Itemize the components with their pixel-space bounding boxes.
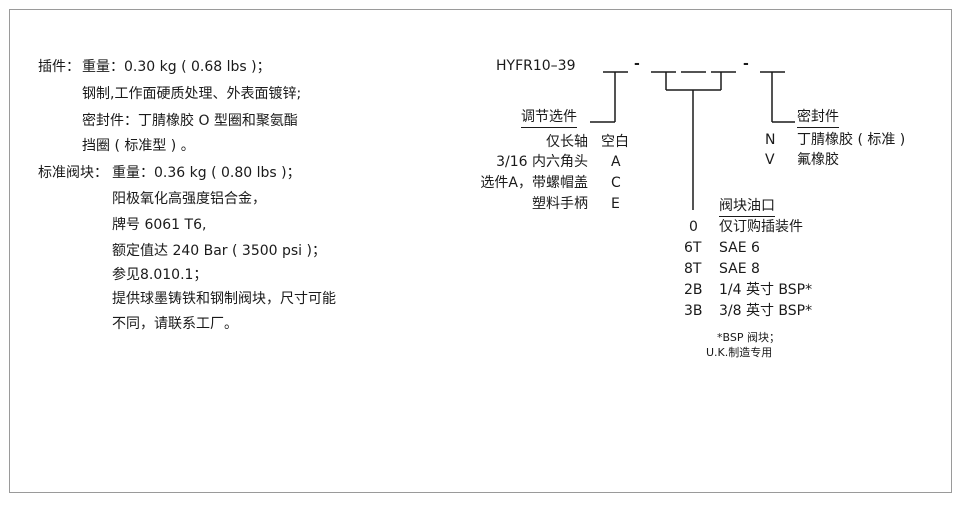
port-option-label: SAE 8 (719, 261, 760, 277)
port-option-code: 3B (684, 303, 703, 319)
insert-material: 钢制,工作面硬质处理、外表面镀锌; (82, 86, 302, 102)
body-rating: 额定值达 240 Bar ( 3500 psi )； (112, 243, 326, 259)
port-option-label: 3/8 英寸 BSP* (719, 303, 813, 319)
document-frame (9, 9, 952, 493)
insert-label: 插件： (38, 59, 80, 75)
port-option-label: SAE 6 (719, 240, 760, 256)
seals-title: 密封件 (797, 108, 839, 128)
port-option-code: 6T (684, 240, 702, 256)
body-material: 阳极氧化高强度铝合金， (112, 191, 266, 207)
body-note-line-1: 提供球墨铸铁和钢制阀块，尺寸可能 (112, 291, 336, 307)
adjustment-option-code: 空白 (601, 134, 629, 150)
body-reference: 参见8.010.1； (112, 267, 208, 283)
model-dash-1: - (634, 56, 640, 72)
insert-seal-line-1: 密封件：丁腈橡胶 O 型圈和聚氨酯 (82, 113, 298, 129)
adjustment-option-label: 选件A，带螺帽盖 (480, 175, 588, 191)
body-label: 标准阀块： (38, 165, 108, 181)
body-note-line-2: 不同，请联系工厂。 (112, 316, 238, 332)
port-option-label: 1/4 英寸 BSP* (719, 282, 813, 298)
adjustment-option-label: 3/16 内六角头 (496, 154, 588, 170)
seal-option-code: N (765, 132, 776, 148)
port-option-code: 8T (684, 261, 702, 277)
model-dash-2: - (743, 56, 749, 72)
insert-seal-line-2: 挡圈 ( 标准型 ) 。 (82, 138, 195, 154)
ports-footnote-line-1: *BSP 阀块； (717, 331, 780, 344)
port-option-code: 2B (684, 282, 703, 298)
body-grade: 牌号 6061 T6, (112, 217, 207, 233)
model-code: HYFR10–39 (496, 58, 576, 74)
port-option-label: 仅订购插装件 (719, 219, 803, 235)
adjustment-title: 调节选件 (521, 108, 577, 128)
adjustment-option-code: E (611, 196, 620, 212)
insert-weight: 重量：0.30 kg ( 0.68 lbs )； (82, 59, 271, 75)
adjustment-option-label: 塑料手柄 (532, 196, 588, 212)
port-option-code: 0 (689, 219, 698, 235)
ports-footnote-line-2: U.K.制造专用 (706, 346, 773, 359)
seal-option-label: 丁腈橡胶 ( 标准 ) (797, 132, 906, 148)
seal-option-code: V (765, 152, 775, 168)
adjustment-option-code: C (611, 175, 621, 191)
body-weight: 重量：0.36 kg ( 0.80 lbs )； (112, 165, 301, 181)
adjustment-option-label: 仅长轴 (546, 134, 588, 150)
ports-title: 阀块油口 (719, 197, 775, 217)
seal-option-label: 氟橡胶 (797, 152, 839, 168)
adjustment-option-code: A (611, 154, 621, 170)
